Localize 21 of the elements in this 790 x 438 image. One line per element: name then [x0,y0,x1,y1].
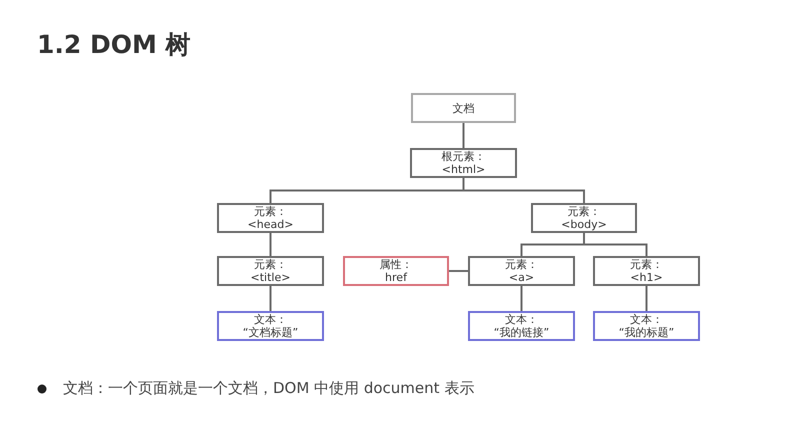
text-box: 文本： “我的链接” [468,311,575,341]
title: 1.2 DOM 树 [37,29,191,61]
element-box: 元素： <h1> [593,256,700,286]
connector-line [270,286,272,311]
document-box: 文档 [411,93,516,123]
connector-line [583,233,648,256]
element-box: 元素： <a> [468,256,575,286]
bullet-text: 文档：一个页面就是一个文档，DOM 中使用 document 表示 [63,379,474,398]
text-box: 文本： “文档标题” [217,311,324,341]
attribute-box: 属性： href [343,256,449,286]
connector-line [462,178,585,203]
element-box: 元素： <head> [217,203,324,233]
connector-line [270,233,272,256]
element-box: 根元素： <html> [410,148,517,178]
connector-line [449,270,468,272]
element-box: 元素： <body> [531,203,637,233]
connector-line [520,286,522,311]
text-box: 文本： “我的标题” [593,311,700,341]
connector-line [646,286,648,311]
element-box: 元素： <title> [217,256,324,286]
connector-line [462,123,464,148]
